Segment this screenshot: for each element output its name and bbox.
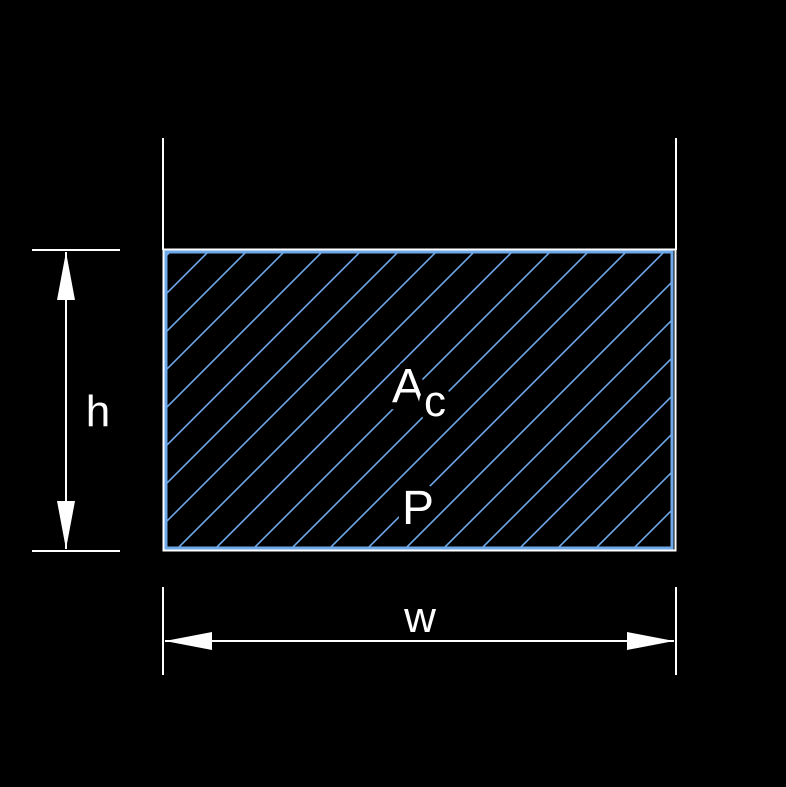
hatch-line xyxy=(166,252,437,524)
section-outline xyxy=(164,250,674,550)
hatch-line xyxy=(481,356,672,548)
hatch-line xyxy=(329,252,627,548)
hatch-line xyxy=(215,252,513,548)
hatch-line xyxy=(595,470,672,548)
arrow-left-icon xyxy=(165,632,212,650)
hatch-line xyxy=(291,252,589,548)
perimeter-label: P xyxy=(402,482,434,535)
hatch-line xyxy=(166,252,247,334)
hatch-line xyxy=(0,252,94,548)
hatch-line xyxy=(0,252,56,548)
hatch-line xyxy=(671,546,672,548)
section-outer-outline xyxy=(162,248,677,552)
hatch-line xyxy=(0,252,18,548)
hatch-line xyxy=(519,394,672,548)
hatch-line xyxy=(166,252,361,448)
hatch-line xyxy=(253,252,551,548)
hatch-line xyxy=(166,252,285,372)
arrow-down-icon xyxy=(57,501,75,549)
area-label: Ac xyxy=(392,360,446,426)
hatch-line xyxy=(166,252,323,410)
height-label: h xyxy=(86,387,110,436)
hatch-line xyxy=(405,280,672,548)
hatch-line xyxy=(367,252,665,548)
hatch-line xyxy=(443,318,672,548)
hatch-pattern xyxy=(0,252,672,548)
hatch-line xyxy=(557,432,672,548)
arrow-right-icon xyxy=(627,632,674,650)
arrow-up-icon xyxy=(57,252,75,300)
hatch-line xyxy=(177,252,475,548)
width-label: w xyxy=(403,593,436,642)
hatch-line xyxy=(166,252,399,486)
